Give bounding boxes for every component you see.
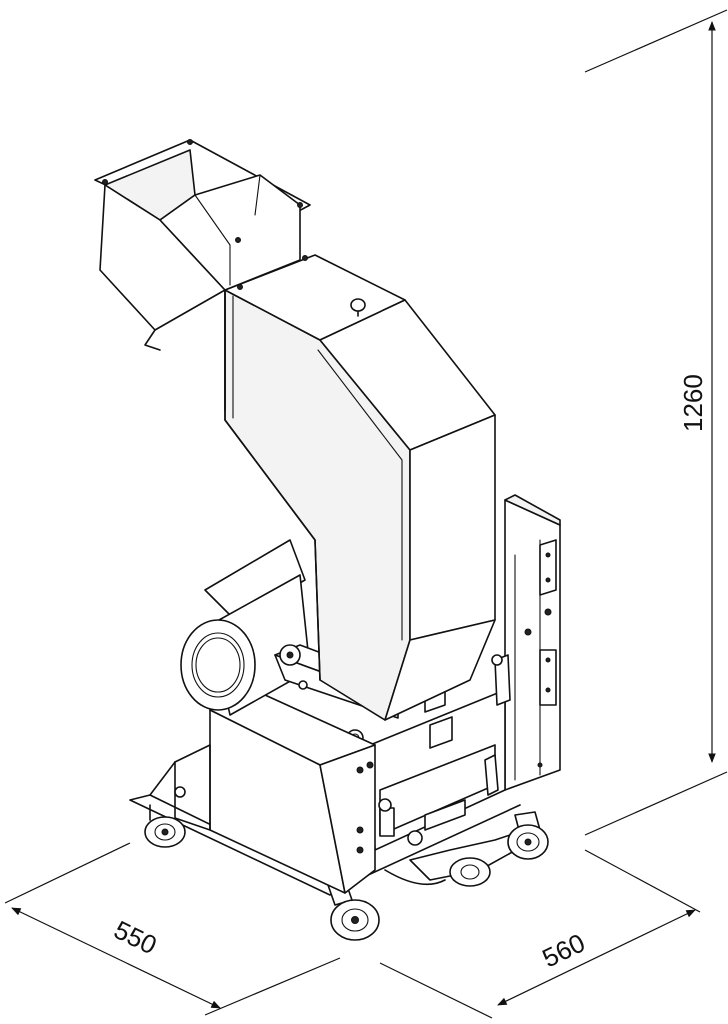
- height-dimension: 1260: [584, 9, 728, 836]
- height-label: 1260: [678, 374, 708, 432]
- depth-label: 550: [109, 914, 161, 960]
- motor: [180, 539, 311, 716]
- caster-mid: [449, 857, 491, 887]
- cutting-chamber: [346, 654, 511, 851]
- feed-hopper: [94, 139, 311, 411]
- width-label: 560: [537, 927, 589, 973]
- right-cabinet: [504, 494, 561, 791]
- caster-rear-right: [507, 811, 549, 860]
- caster-front-left: [144, 804, 186, 848]
